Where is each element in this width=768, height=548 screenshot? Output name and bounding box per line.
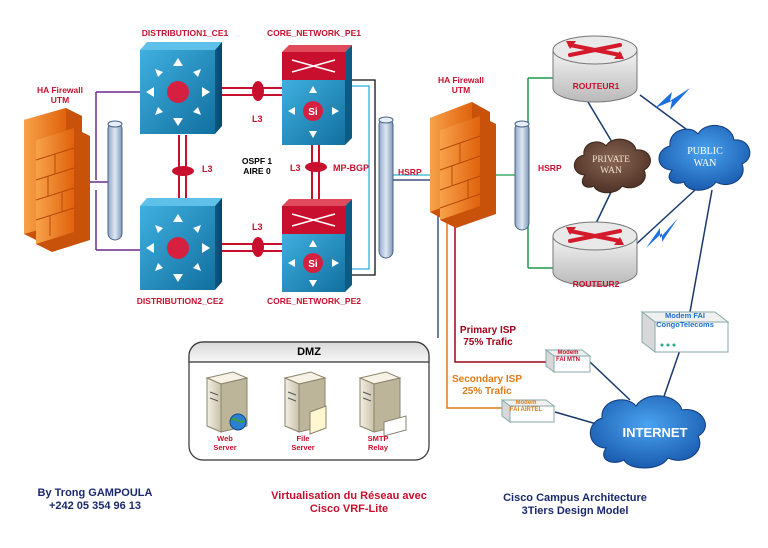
- public-wan-line2: WAN: [693, 157, 717, 169]
- firewall-middle-label: HA Firewall UTM: [438, 75, 484, 96]
- modem-airtel-line2: FAI AIRTEL: [509, 406, 543, 413]
- router-2: [552, 221, 638, 287]
- footer-author-name: By Trong GAMPOULA: [37, 487, 153, 499]
- footer-center: Virtualisation du Réseau avec Cisco VRF-…: [271, 490, 427, 515]
- dist1-label: DISTRIBUTION1_CE1: [141, 28, 229, 38]
- private-wan-label: PRIVATE WAN: [592, 155, 630, 177]
- ospf-line2: AIRE 0: [243, 165, 271, 176]
- link-router2-public: [631, 189, 696, 249]
- link-markers: [172, 81, 327, 257]
- firewall-left: [24, 108, 90, 252]
- file-server-line1: File: [296, 434, 310, 443]
- l3-label-core: L3: [290, 163, 301, 173]
- public-wan-label: PUBLIC WAN: [687, 146, 723, 169]
- router1-label: ROUTEUR1: [572, 81, 620, 91]
- private-wan-cloud: [573, 138, 651, 194]
- footer-right-line2: 3Tiers Design Model: [521, 504, 629, 517]
- internet-cloud: [590, 395, 706, 469]
- secondary-isp-label: Secondary ISP 25% Trafic: [452, 374, 522, 397]
- wan-lightning: [646, 88, 690, 248]
- web-server-line2: Server: [213, 442, 237, 452]
- smtp-relay-line1: SMTP: [367, 434, 389, 443]
- firewall-left-title: HA Firewall: [37, 85, 83, 95]
- firewall-left-label: HA Firewall UTM: [37, 85, 83, 106]
- internet-label: INTERNET: [622, 425, 688, 440]
- primary-isp-line2: 75% Trafic: [463, 336, 513, 348]
- public-wan-line1: PUBLIC: [687, 146, 723, 157]
- primary-isp-label: Primary ISP 75% Trafic: [460, 325, 516, 348]
- smtp-relay-label: SMTP Relay: [367, 434, 389, 452]
- private-wan-line2: WAN: [600, 165, 622, 176]
- modem-congo-line2: CongoTelecoms: [656, 319, 714, 329]
- footer-author-phone: +242 05 354 96 13: [48, 499, 142, 512]
- modem-congo-label: Modem FAI CongoTelecoms: [656, 311, 714, 329]
- link-secondary-isp: [446, 215, 502, 409]
- footer-center-line1: Virtualisation du Réseau avec: [271, 490, 427, 502]
- switch-core2: Si: [282, 199, 352, 292]
- secondary-isp-line2: 25% Trafic: [462, 385, 512, 397]
- modem-congo: [640, 310, 730, 354]
- hsrp-left-label: HSRP: [398, 167, 422, 177]
- modem-airtel: [500, 399, 556, 423]
- modem-congo-line1: Modem FAI: [664, 311, 706, 320]
- firewall-middle-subtitle: UTM: [451, 84, 471, 95]
- svg-text:Si: Si: [308, 259, 318, 270]
- web-server-line1: Web: [217, 434, 233, 443]
- modem-mtn-label: Modem FAI MTN: [556, 350, 580, 364]
- switch-core1: Si: [282, 45, 352, 145]
- mpbgp-label: MP-BGP: [333, 163, 369, 173]
- firewall-left-subtitle: UTM: [50, 94, 70, 105]
- web-server-icon: [205, 371, 249, 433]
- footer-right-line1: Cisco Campus Architecture: [503, 492, 647, 504]
- router2-label: ROUTEUR2: [572, 279, 620, 289]
- file-server-line2: Server: [291, 442, 315, 452]
- modem-mtn-line2: FAI MTN: [556, 356, 580, 363]
- l3-label-mid: L3: [202, 164, 213, 174]
- l3-label-top: L3: [252, 114, 263, 124]
- link-core-hub: [350, 79, 376, 276]
- hub-left: [107, 120, 123, 241]
- dmz-title: DMZ: [297, 346, 321, 358]
- file-server-label: File Server: [291, 434, 315, 452]
- firewall-middle: [430, 102, 496, 228]
- footer-center-line2: Cisco VRF-Lite: [309, 502, 389, 515]
- modem-airtel-label: Modem FAI AIRTEL: [510, 400, 542, 414]
- hsrp-right-label: HSRP: [538, 163, 562, 173]
- link-router1-private: [587, 101, 613, 143]
- ospf-label: OSPF 1 AIRE 0: [241, 156, 273, 177]
- switch-dist2: [140, 198, 222, 290]
- public-wan-cloud: [658, 125, 751, 191]
- file-server-icon: [283, 371, 327, 435]
- svg-text:Si: Si: [308, 107, 318, 118]
- ospf-line1: OSPF 1: [241, 156, 273, 166]
- modem-airtel-line1: Modem: [515, 400, 537, 406]
- hub-middle: [378, 116, 394, 259]
- web-server-label: Web Server: [213, 434, 237, 452]
- switch-dist1: [140, 42, 222, 134]
- dist2-label: DISTRIBUTION2_CE2: [136, 296, 224, 306]
- secondary-isp-line1: Secondary ISP: [451, 374, 523, 385]
- private-wan-line1: PRIVATE: [592, 155, 630, 165]
- footer-right: Cisco Campus Architecture 3Tiers Design …: [503, 492, 647, 517]
- l3-label-bottom: L3: [252, 222, 263, 232]
- link-router1-public: [639, 94, 691, 133]
- smtp-relay-line2: Relay: [367, 442, 388, 452]
- smtp-relay-icon: [358, 371, 407, 437]
- footer-author: By Trong GAMPOULA +242 05 354 96 13: [38, 487, 153, 512]
- router-1: [552, 35, 638, 103]
- core2-label: CORE_NETWORK_PE2: [267, 296, 361, 306]
- firewall-middle-title: HA Firewall: [438, 75, 484, 85]
- modem-mtn-line1: Modem: [557, 350, 579, 356]
- modem-mtn: [544, 349, 592, 373]
- hub-right: [514, 120, 530, 231]
- link-primary-isp: [454, 215, 548, 363]
- link-public-modem: [689, 189, 713, 313]
- primary-isp-line1: Primary ISP: [459, 325, 517, 336]
- core1-label: CORE_NETWORK_PE1: [267, 28, 361, 38]
